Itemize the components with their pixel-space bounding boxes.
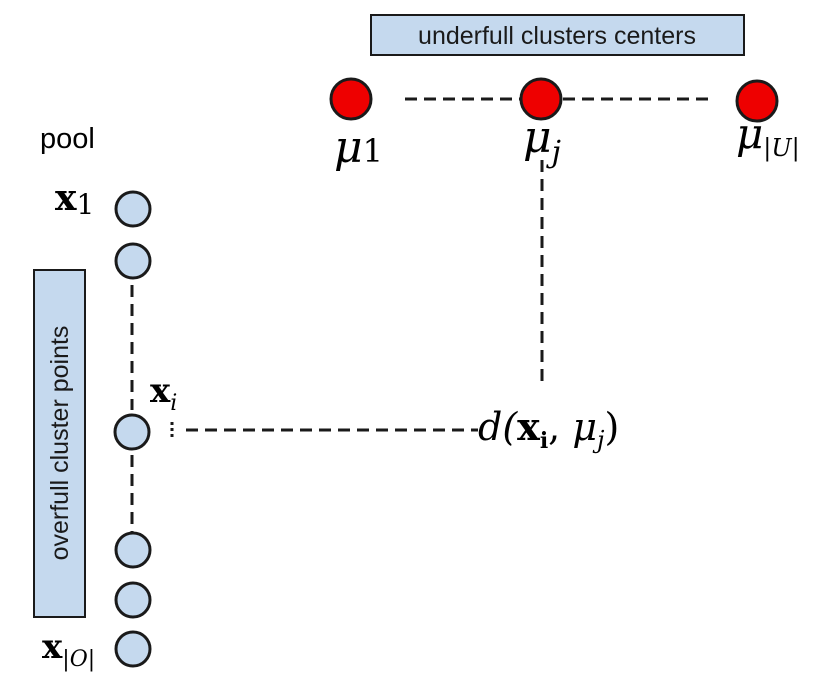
mu-1-subscript: 1 [363,132,383,170]
points-box-rect [33,269,86,618]
xO-subscript: |O| [62,647,95,672]
centers-box-text: underfull clusters centers [418,22,696,50]
dashed-connectors [130,97,710,532]
centers-box-rect [370,14,745,56]
distance-close: ) [605,405,620,449]
pool-point [114,190,152,228]
x1-subscript: 1 [76,188,94,221]
distance-fn: d( [478,405,518,449]
pool-points [113,190,152,668]
x1-symbol: x [55,177,77,219]
point-label-x1: x1 [55,177,94,221]
cluster-centers [329,77,779,123]
points-label-box: overfull cluster points [33,269,86,618]
distance-x-subscript: i [540,428,548,454]
mu-j-symbol: μ [523,112,552,163]
point-label-xi: xi [150,371,177,416]
points-box-text: overfull cluster points [46,326,74,561]
xi-symbol: x [150,371,171,411]
xO-symbol: x [42,627,63,667]
center-label-mu-j: μj [523,112,561,170]
xi-subscript: i [170,391,177,416]
pool-point [114,581,152,619]
center-mu-U [735,79,779,123]
centers-label-box: underfull clusters centers [370,14,745,56]
pool-point-last [114,630,152,668]
point-label-xO: x|O| [42,627,95,672]
distance-label: d(xi, μj) [478,404,619,454]
mu-1-symbol: μ [334,122,363,173]
mu-U-subscript: |U| [763,134,799,163]
distance-comma: , [548,405,572,449]
distance-x: x [517,404,540,449]
distance-mu: μ [572,405,597,449]
pool-point [114,531,152,569]
mu-U-symbol: μ [736,109,763,158]
center-label-mu-1: μ1 [334,122,383,173]
center-mu-j [519,77,563,121]
center-mu-1 [329,77,373,121]
pool-point-xi [113,413,151,451]
pool-point [114,242,152,280]
center-label-mu-U: μ|U| [736,109,800,163]
pool-label: pool [40,123,95,155]
